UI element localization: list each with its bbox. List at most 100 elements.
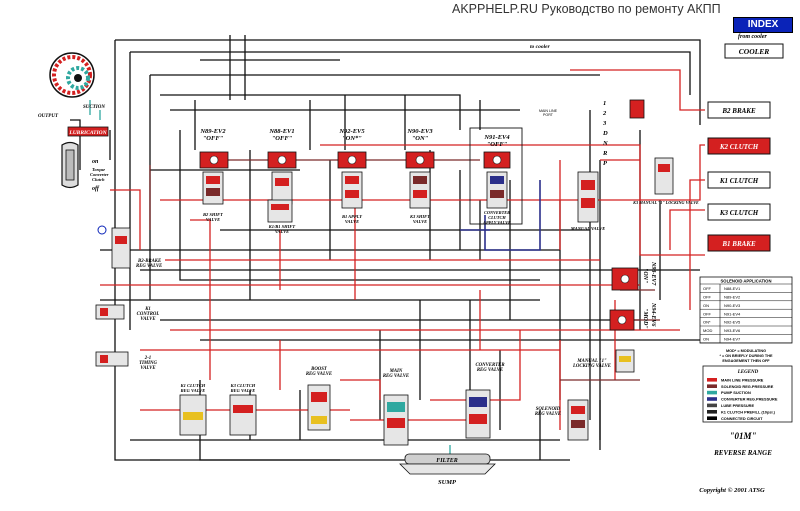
from-cooler-label: from cooler	[738, 34, 767, 40]
gear-d: D	[602, 130, 608, 137]
b2-brake-label: B2 BRAKE	[721, 107, 756, 115]
solenoid-n90-valve-1: K3 SHIFT	[409, 214, 430, 219]
output-label: OUTPUT	[38, 114, 59, 119]
note-line-2: * = ON BRIEFLY DURING THE	[719, 354, 773, 358]
solenoid-table-state: OFF	[703, 286, 712, 291]
k3-clutch-reg-label-1: K3 CLUTCH	[230, 383, 256, 388]
gear-2: 2	[602, 110, 607, 117]
b1-brake-label: B1 BRAKE	[721, 240, 756, 248]
right-apply-boxes: B2 BRAKE K2 CLUTCH K1 CLUTCH K3 CLUTCH B…	[707, 101, 771, 252]
k3-clutch-reg-label-2: REG VALVE	[231, 388, 256, 393]
solenoid-table-state: ON	[703, 337, 709, 342]
gear-3: 3	[602, 120, 607, 127]
converter-reg-label-1: CONVERTER	[475, 363, 505, 368]
note-line-3: ENGAGEMENT THEN OFF	[722, 359, 770, 363]
solenoid-n88-state: "OFF"	[272, 135, 293, 142]
b2-solenoid-valve	[629, 99, 645, 119]
solenoid-n88: N88-EV1 "OFF" K1/B1 SHIFT VALVE	[267, 128, 297, 234]
range-title: REVERSE RANGE	[713, 449, 772, 457]
boost-label-1: BOOST	[310, 367, 328, 372]
timing-label-3: VALVE	[140, 366, 155, 371]
converter-reg-label-2: REG VALVE	[477, 368, 503, 373]
gear-n: N	[602, 140, 608, 147]
solenoid-table-state: ON*	[703, 320, 711, 325]
legend-title: LEGEND	[737, 370, 759, 375]
solenoid-n89-state: "OFF"	[203, 135, 224, 142]
b2-brake-reg-label-1: B2-BRAKE	[137, 259, 161, 264]
b2-brake-box	[707, 101, 771, 119]
legend-swatch	[707, 416, 717, 420]
k3-clutch-reg-valve: K3 CLUTCH REG VALVE	[229, 383, 257, 436]
main-reg-valve: MAIN REG VALVE	[383, 369, 409, 446]
k3-locking-valve: K3 MANUAL "1" LOCKING VALVE	[632, 157, 699, 205]
solenoid-n89-valve-1: B2 SHIFT	[202, 212, 223, 217]
solenoid-n91-valve-1: CONVERTER	[484, 210, 510, 215]
solenoid-table-solenoid: N93-EV6	[724, 328, 741, 333]
main-line-port-label-2: PORT	[543, 113, 554, 117]
legend-swatch	[707, 403, 717, 408]
solenoid-n89-name: N89-EV2	[199, 128, 226, 135]
solenoid-n89-valve-2: VALVE	[206, 217, 220, 222]
solenoid-reg-valve: SOLENOID REG VALVE	[535, 399, 589, 441]
legend-label: LUBE PRESSURE	[721, 403, 754, 408]
solenoid-n90: N90-EV3 "ON" K3 SHIFT VALVE	[405, 128, 435, 224]
solenoid-n94-name: N94-EV6	[650, 302, 656, 326]
solenoid-n92-name: N92-EV5	[338, 128, 365, 135]
legend-swatch	[707, 378, 717, 382]
solenoid-n92: N92-EV5 "ON*" B1 APPLY VALVE	[337, 128, 367, 224]
solenoid-n92-valve-2: VALVE	[345, 219, 359, 224]
legend-label: CONVERTER REG.PRESSURE	[721, 397, 778, 402]
converter-on-label: on	[92, 159, 99, 165]
filter-sump: FILTER SUMP	[399, 453, 496, 486]
converter-label-3: Clutch	[92, 177, 105, 182]
solenoid-n88-name: N88-EV1	[268, 128, 294, 135]
gear-p: P	[603, 160, 608, 167]
lubrication-box	[67, 126, 109, 137]
solenoid-table-solenoid: N90-EV3	[724, 303, 741, 308]
manual-1-lock-label-2: LOCKING VALVE	[572, 364, 611, 369]
solenoid-reg-label-1: SOLENOID	[536, 407, 561, 412]
index-button[interactable]: INDEX	[733, 17, 793, 33]
solenoid-table-state: OFF	[703, 311, 712, 316]
cooler-label: COOLER	[739, 47, 769, 56]
k3-clutch-box	[707, 203, 771, 221]
legend-label: PUMP SUCTION	[721, 390, 751, 395]
solenoid-n90-name: N90-EV3	[406, 128, 433, 135]
k1-control-valve: K1 CONTROL VALVE	[95, 304, 160, 322]
solenoid-n90-state: "ON"	[412, 135, 429, 142]
solenoid-table-state: MOD	[703, 328, 712, 333]
solenoid-n91-valve-2: CLUTCH	[488, 215, 506, 220]
legend-label: CONNECTED CIRCUIT	[721, 416, 763, 421]
solenoid-n93: N93-EV7 "ON"	[611, 261, 656, 291]
solenoid-n91-valve-3: APPLY VALVE	[482, 220, 511, 225]
solenoid-n88-valve-2: VALVE	[275, 229, 289, 234]
k1-control-label-1: K1	[144, 307, 151, 312]
solenoid-table-solenoid: N94-EV7	[724, 337, 741, 342]
solenoid-table-header: SOLENOID APPLICATION	[721, 279, 772, 284]
legend-swatch	[707, 390, 717, 395]
k3-clutch-label: K3 CLUTCH	[719, 209, 759, 217]
b1-brake-box	[707, 234, 771, 252]
solenoid-n93-state: "ON"	[642, 268, 648, 283]
solenoid-table-solenoid: N92-EV5	[724, 320, 741, 325]
solenoid-n91-name: N91-EV4	[483, 134, 510, 141]
note-line-1: MOD* = MODULATING	[726, 349, 766, 353]
circuit-lines	[70, 35, 705, 470]
model-code: "01M"	[730, 431, 757, 441]
k1-control-label-2: CONTROL	[137, 312, 160, 317]
solenoid-n91: N91-EV4 "OFF" CONVERTER CLUTCH APPLY VAL…	[469, 127, 523, 225]
solenoid-n92-valve-1: B1 APPLY	[341, 214, 363, 219]
k2-clutch-label: K2 CLUTCH	[719, 143, 759, 151]
solenoid-n91-state: "OFF"	[487, 141, 508, 148]
legend-label: MAIN LINE PRESSURE	[721, 377, 764, 382]
main-reg-label-2: REG VALVE	[383, 374, 409, 379]
k1-control-label-3: VALVE	[140, 317, 155, 322]
k1-clutch-reg-label-2: REG VALVE	[181, 388, 206, 393]
solenoid-n94: N94-EV6 "MOD"	[609, 302, 656, 331]
gear-r: R	[602, 150, 608, 157]
solenoid-table-solenoid: N91-EV4	[724, 311, 741, 316]
solenoid-n92-state: "ON*"	[342, 135, 362, 142]
filter-label: FILTER	[436, 458, 458, 464]
